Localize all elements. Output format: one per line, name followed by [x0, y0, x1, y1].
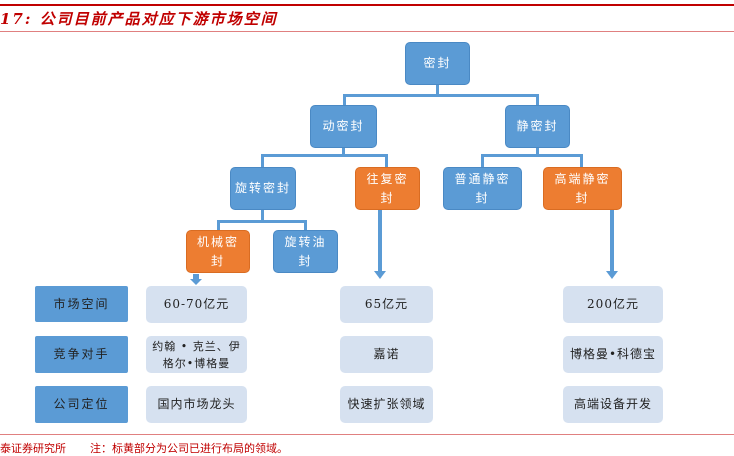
cell: 65亿元	[340, 286, 433, 323]
connector	[342, 148, 345, 156]
node-static-seal: 静密封	[505, 105, 570, 148]
connector	[217, 220, 220, 230]
cell: 60-70亿元	[146, 286, 247, 323]
arrow-down-icon	[610, 210, 614, 272]
arrow-down-icon	[378, 210, 382, 272]
connector	[536, 148, 539, 156]
connector	[261, 210, 264, 222]
node-mechanical-seal: 机械密封	[186, 230, 250, 273]
title-rule	[0, 31, 734, 32]
connector	[436, 85, 439, 95]
footer-rule	[0, 434, 734, 435]
source-text: 泰证券研究所	[0, 442, 66, 455]
node-seal: 密封	[405, 42, 470, 85]
cell: 约翰 • 克兰、伊格尔•博格曼	[146, 336, 247, 373]
connector	[217, 220, 307, 223]
connector	[481, 154, 484, 167]
connector	[580, 154, 583, 167]
connector	[261, 154, 264, 167]
note-text: 注：标黄部分为公司已进行布局的领域。	[90, 442, 288, 455]
connector	[261, 154, 388, 157]
node-reciprocating-seal: 往复密封	[355, 167, 420, 210]
cell: 国内市场龙头	[146, 386, 247, 423]
arrow-down-icon	[374, 271, 386, 279]
node-normal-static-seal: 普通静密封	[443, 167, 522, 210]
connector	[304, 220, 307, 230]
cell: 嘉诺	[340, 336, 433, 373]
cell: 快速扩张领域	[340, 386, 433, 423]
arrow-down-icon	[193, 274, 199, 279]
row-label-positioning: 公司定位	[35, 386, 128, 423]
row-label-market-size: 市场空间	[35, 286, 128, 322]
node-rotary-oil-seal: 旋转油封	[273, 230, 338, 273]
arrow-down-icon	[190, 279, 202, 285]
top-rule	[0, 4, 734, 6]
cell: 博格曼•科德宝	[563, 336, 663, 373]
figure-title: 17: 公司目前产品对应下游市场空间	[0, 10, 278, 28]
cell: 高端设备开发	[563, 386, 663, 423]
connector	[536, 94, 539, 105]
cell: 200亿元	[563, 286, 663, 323]
node-dynamic-seal: 动密封	[310, 105, 377, 148]
connector	[343, 94, 346, 105]
node-rotary-seal: 旋转密封	[230, 167, 296, 210]
footer: 泰证券研究所 注：标黄部分为公司已进行布局的领域。	[0, 440, 288, 456]
connector	[481, 154, 583, 157]
node-high-end-static-seal: 高端静密封	[543, 167, 622, 210]
arrow-down-icon	[606, 271, 618, 279]
connector	[385, 154, 388, 167]
row-label-competitors: 竞争对手	[35, 336, 128, 373]
connector	[343, 94, 539, 97]
